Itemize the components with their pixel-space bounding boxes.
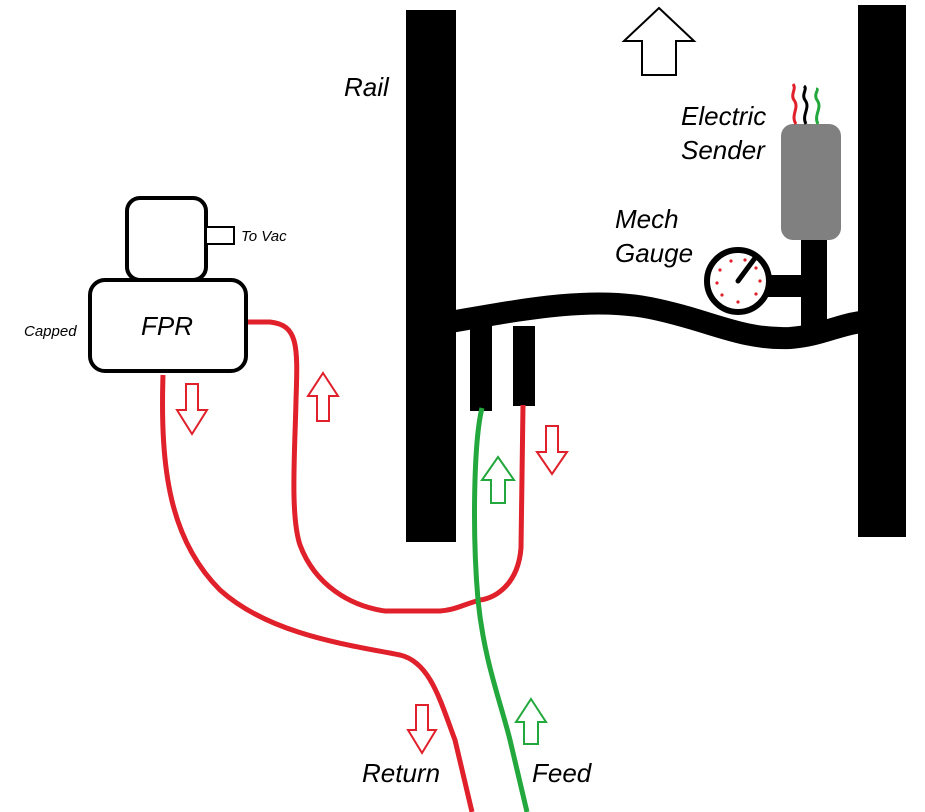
return-port (513, 326, 535, 406)
mech-gauge-label-line1: Mech (615, 204, 679, 234)
electric-sender-label-line1: Electric (681, 101, 766, 131)
feed-up-arrow-icon (480, 455, 516, 504)
sender-wire-green (814, 87, 821, 125)
return-line-outlet (160, 374, 475, 812)
crossover-pipe (439, 292, 873, 350)
feed-bottom-up-arrow-icon (514, 697, 548, 745)
capped-label: Capped (24, 323, 77, 340)
fpr-outlet-down-arrow-icon (175, 383, 209, 436)
gauge-tee-vertical (801, 232, 827, 332)
sender-wire-black (802, 84, 809, 125)
fpr-label: FPR (141, 311, 193, 341)
mech-gauge-label-line2: Gauge (615, 238, 693, 268)
return-port-down-arrow-icon (535, 425, 569, 476)
sender-wire-red (791, 83, 798, 125)
feed-label: Feed (532, 758, 593, 788)
left-fuel-rail (406, 10, 456, 542)
mech-gauge (704, 247, 772, 315)
mech-gauge-needle (735, 255, 758, 284)
forward-arrow-icon (621, 6, 697, 76)
return-label: Return (362, 758, 440, 788)
rail-label: Rail (344, 72, 390, 102)
fpr-body (88, 278, 248, 373)
right-fuel-rail (858, 5, 906, 537)
fpr (88, 196, 248, 373)
electric-sender (781, 83, 841, 240)
to-vac-label: To Vac (241, 228, 287, 245)
fpr-vacuum-nipple (205, 226, 235, 245)
return-line-rail-to-fpr (248, 319, 526, 614)
return-bottom-down-arrow-icon (406, 704, 438, 755)
electric-sender-label-line2: Sender (681, 135, 766, 165)
fpr-vacuum-dome (125, 196, 208, 282)
mech-gauge-tick-dots (715, 258, 762, 304)
electric-sender-body (781, 124, 841, 240)
return-up-arrow-icon (306, 371, 340, 422)
feed-port (470, 326, 492, 411)
feed-line (472, 407, 530, 812)
